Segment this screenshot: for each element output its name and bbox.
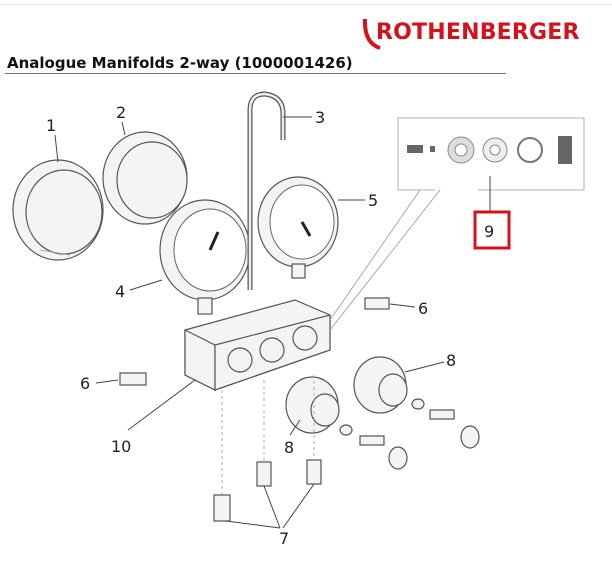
part-10-manifold-block[interactable] [184,299,331,391]
part-5-gauge[interactable] [257,176,339,279]
callout-7: 7 [279,529,289,548]
guide-lines [221,189,441,495]
part-8-knob[interactable] [353,356,408,414]
part-9-inset-kit[interactable] [397,117,585,211]
callout-9: 9 [484,222,494,241]
callout-8: 8 [446,351,456,370]
callout-1: 1 [46,116,56,135]
brand-logo: ROTHENBERGER [376,20,580,45]
callout-6: 6 [418,299,428,318]
part-3-hose-hook[interactable] [247,91,286,290]
part-4-gauge[interactable] [159,199,251,315]
page-title: Analogue Manifolds 2-way (1000001426) [7,54,353,72]
rothenberger-logo-swoosh-icon [362,18,381,50]
callout-8: 8 [284,438,294,457]
callout-6: 6 [80,374,90,393]
callout-10: 10 [111,437,131,456]
title-divider [5,73,506,74]
top-border [0,4,612,5]
callout-4: 4 [115,282,125,301]
part-1-ring[interactable] [12,159,104,261]
part-2-ring[interactable] [102,131,188,225]
callout-2: 2 [116,103,126,122]
callout-5: 5 [368,191,378,210]
leader-lines [54,116,445,529]
part-8-knob[interactable] [285,376,340,434]
callout-3: 3 [315,108,325,127]
small-parts [119,297,480,522]
callout-9-highlighted[interactable]: 9 [473,210,511,250]
